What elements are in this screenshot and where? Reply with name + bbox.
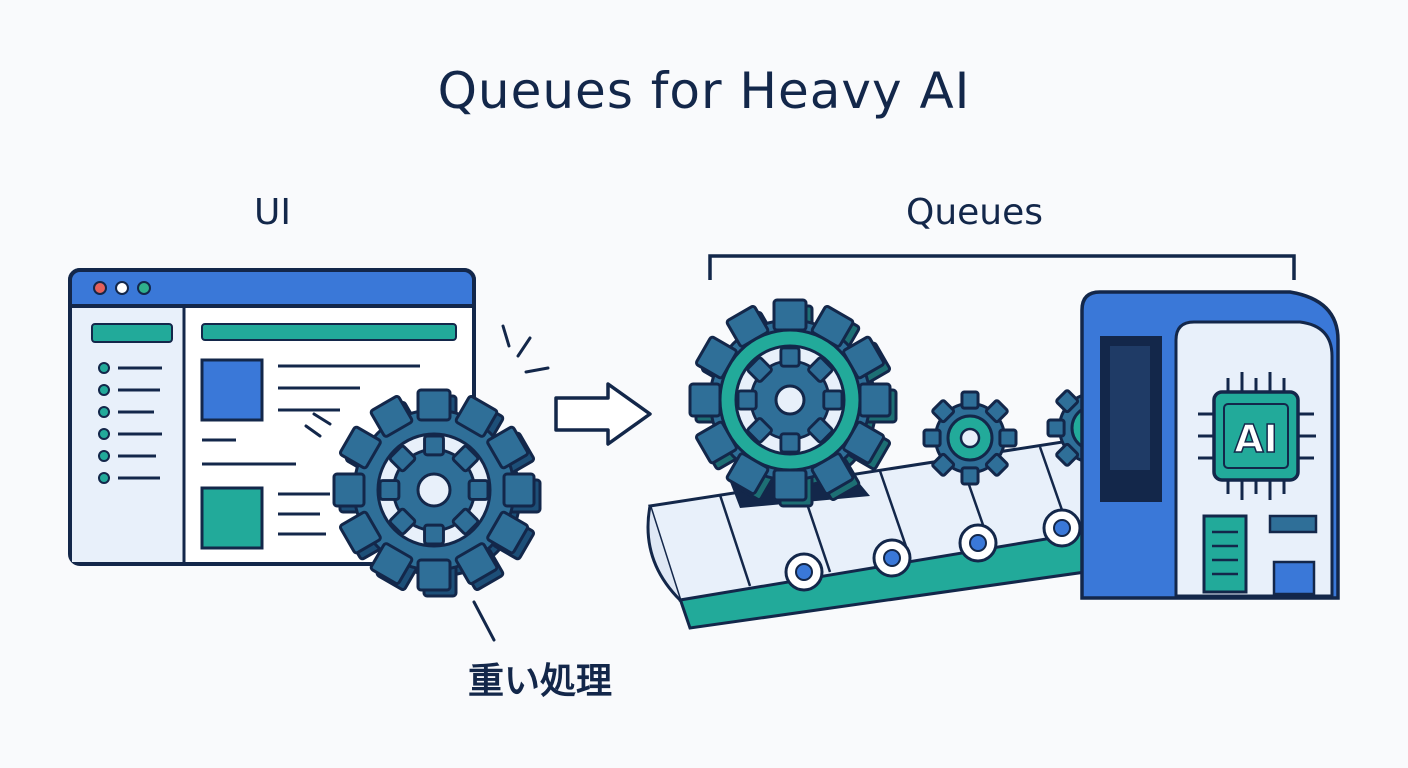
ui-label: UI [254,192,291,233]
queues-bracket [708,254,1296,280]
page-title: Queues for Heavy AI [437,62,971,120]
motion-lines [304,324,550,642]
ai-chip-icon: AI [1198,372,1316,500]
heavy-processing-label: 重い処理 [468,661,613,702]
gear-icon [688,298,898,508]
gear-icon [332,388,542,598]
ai-machine-icon: AI [1080,290,1340,600]
arrow-right-icon [554,382,652,446]
gear-icon [922,390,1018,486]
ai-chip-label: AI [1234,417,1278,461]
queues-label: Queues [906,192,1044,233]
